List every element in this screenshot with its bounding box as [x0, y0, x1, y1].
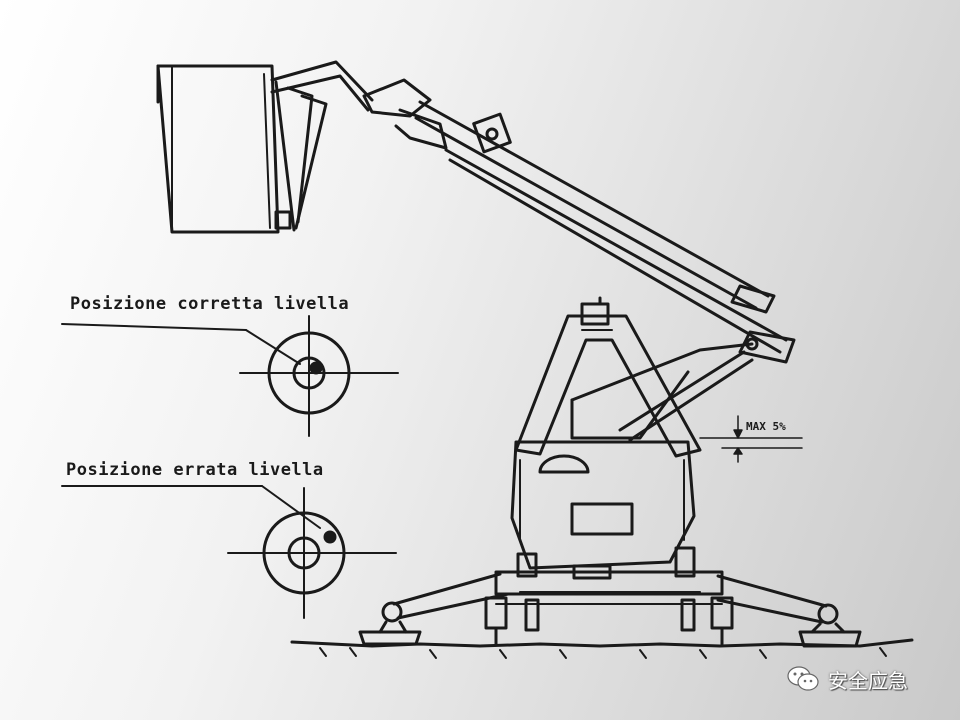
wrong-position-label: Posizione errata livella	[66, 460, 324, 480]
ground-line	[290, 638, 914, 659]
platform-basket	[156, 64, 280, 234]
level-wrong-diagram	[61, 485, 397, 619]
level-correct-diagram	[61, 315, 399, 437]
basket-support-arms	[274, 80, 328, 232]
chassis-body	[510, 440, 696, 580]
correct-position-label: Posizione corretta livella	[70, 294, 350, 314]
right-outrigger	[716, 574, 862, 648]
turret-frame	[514, 296, 754, 458]
wechat-icon	[787, 666, 819, 691]
base-frame	[494, 546, 724, 605]
watermark: 安全应急	[786, 664, 908, 694]
upper-boom	[270, 60, 512, 154]
watermark-text: 安全应急	[828, 668, 908, 693]
max-slope-label: MAX 5%	[746, 420, 786, 433]
max-slope-indicator	[699, 415, 803, 463]
stabilizer-jacks	[484, 596, 734, 646]
telescopic-boom	[414, 100, 796, 364]
